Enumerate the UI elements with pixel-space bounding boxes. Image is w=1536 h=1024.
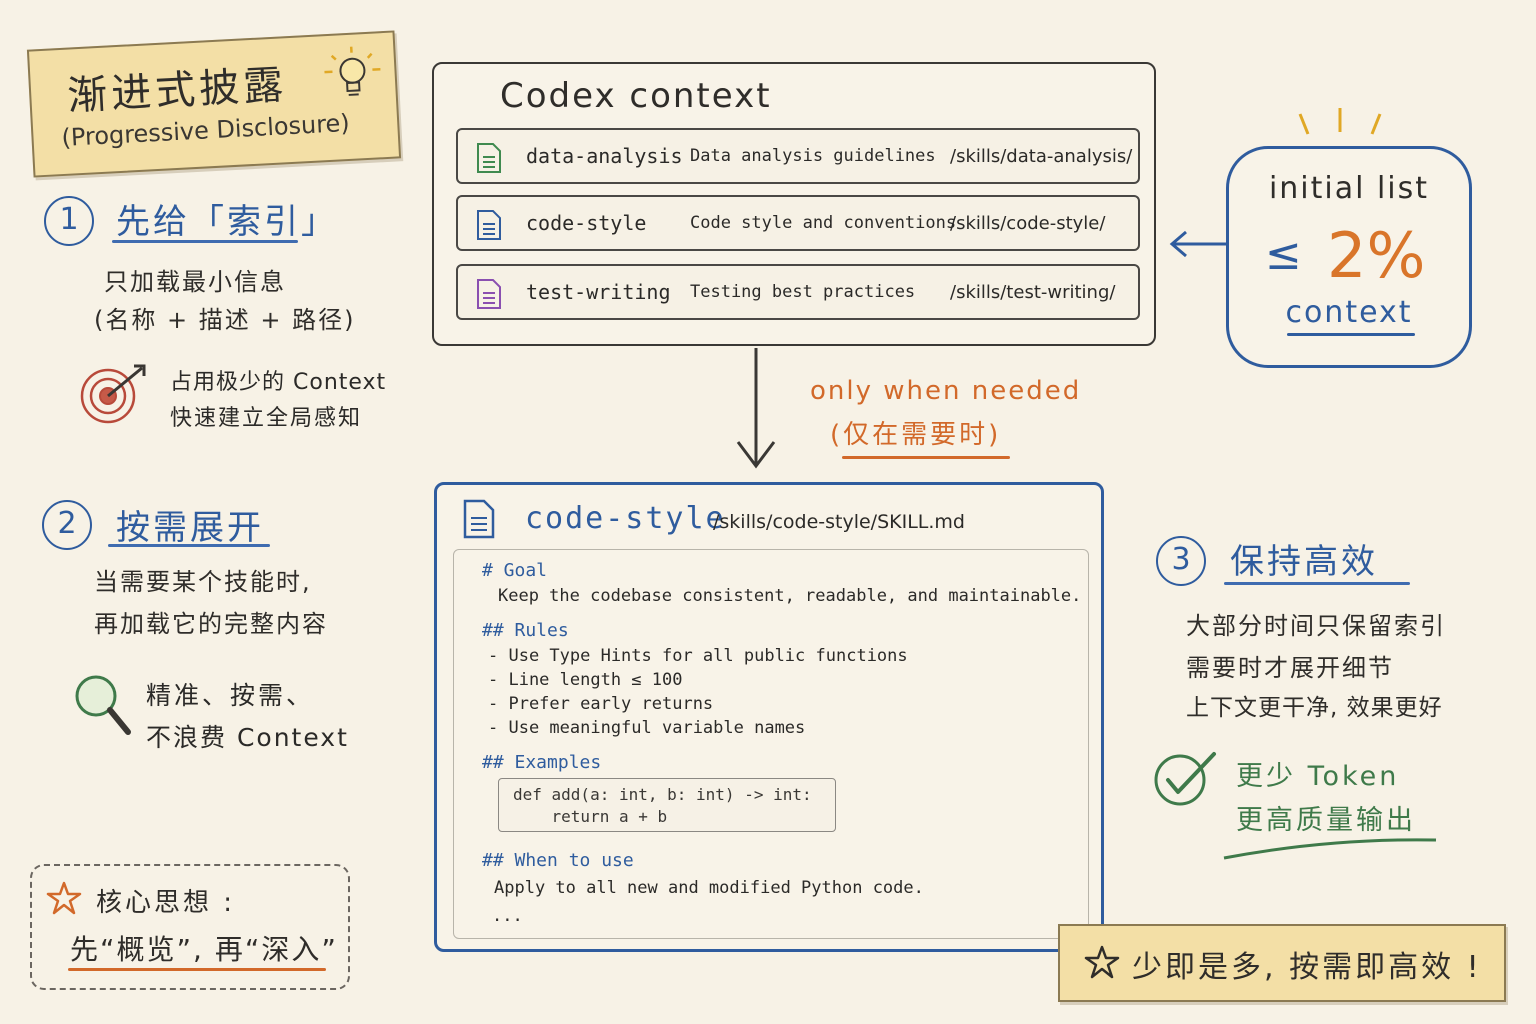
step-3-benefit-1: 更少 Token — [1236, 761, 1400, 792]
step-3-line-2: 需要时才展开细节 — [1186, 654, 1394, 682]
step-3-title: 保持高效 — [1230, 542, 1378, 582]
step-2-title: 按需展开 — [116, 508, 264, 548]
skill-description: Testing best practices — [690, 282, 916, 302]
initial-list-bubble: initial list ≤ 2% context — [1226, 146, 1472, 368]
step-1-title: 先给「索引」 — [116, 202, 338, 242]
skill-name: data-analysis — [526, 144, 683, 168]
skill-detail-panel: code-style /skills/code-style/SKILL.md #… — [434, 482, 1104, 952]
skill-path: /skills/code-style/ — [950, 213, 1106, 234]
step-3-benefit-2: 更高质量输出 — [1236, 805, 1416, 836]
initial-list-context: context — [1285, 295, 1413, 330]
skill-path: /skills/data-analysis/ — [950, 146, 1133, 167]
only-when-needed-label: only when needed — [810, 376, 1082, 406]
skill-detail-name: code-style — [525, 501, 726, 536]
context-underline — [1287, 333, 1415, 336]
step-1-benefit-1: 占用极少的 Context — [170, 370, 387, 395]
step-1-underline — [112, 240, 298, 243]
skill-detail-path: /skills/code-style/SKILL.md — [713, 511, 965, 533]
target-icon — [80, 364, 146, 424]
code-line-2: return a + b — [513, 807, 668, 826]
arrow-down-icon — [736, 348, 776, 469]
core-idea-box: 核心思想 : 先“概览”, 再“深入” — [30, 864, 350, 990]
step-1-line-2: (名称 + 描述 + 路径) — [94, 306, 356, 334]
step-3-underline — [1224, 582, 1410, 585]
magnifier-icon — [75, 675, 131, 735]
skill-path: /skills/test-writing/ — [950, 282, 1116, 303]
md-when-text: Apply to all new and modified Python cod… — [494, 878, 924, 898]
md-rule-item: - Prefer early returns — [488, 694, 714, 714]
needed-underline — [842, 456, 1010, 459]
md-heading-rules: ## Rules — [482, 620, 569, 641]
skill-markdown-content: # Goal Keep the codebase consistent, rea… — [453, 549, 1089, 939]
core-idea-text: 先“概览”, 再“深入” — [70, 933, 338, 966]
md-rule-item: - Use Type Hints for all public function… — [488, 646, 908, 666]
page-title: 渐进式披露 — [66, 62, 289, 120]
initial-list-percent: 2% — [1327, 219, 1426, 292]
less-equal-symbol: ≤ — [1265, 229, 1302, 280]
step-1-number: 1 — [44, 196, 94, 246]
document-icon — [477, 143, 501, 173]
document-icon — [463, 499, 495, 539]
step-1-line-1: 只加载最小信息 — [104, 268, 286, 296]
step-2-benefit-2: 不浪费 Context — [146, 723, 349, 752]
md-goal-text: Keep the codebase consistent, readable, … — [498, 586, 1082, 606]
step-1-benefit-2: 快速建立全局感知 — [170, 406, 363, 431]
core-idea-underline — [68, 968, 326, 971]
motto-text: 少即是多, 按需即高效 ! — [1132, 950, 1482, 985]
skill-description: Data analysis guidelines — [690, 146, 936, 166]
green-underline — [1223, 838, 1437, 860]
step-2-line-2: 再加载它的完整内容 — [94, 610, 328, 638]
md-ellipsis: ... — [492, 906, 523, 926]
skill-description: Code style and conventions — [690, 213, 957, 233]
step-3-line-1: 大部分时间只保留索引 — [1186, 612, 1446, 640]
skill-name: test-writing — [526, 280, 671, 304]
title-note: 渐进式披露 (Progressive Disclosure) — [26, 30, 402, 178]
emphasis-rays-icon — [1298, 108, 1382, 135]
md-heading-when-to-use: ## When to use — [482, 850, 634, 871]
codex-context-panel: Codex context data-analysis Data analysi… — [432, 62, 1156, 346]
md-heading-examples: ## Examples — [482, 752, 602, 773]
skill-name: code-style — [526, 211, 647, 235]
only-when-needed-cn: (仅在需要时) — [830, 420, 1002, 450]
step-2-underline — [108, 544, 270, 547]
code-line-1: def add(a: int, b: int) -> int: — [513, 785, 812, 804]
star-icon — [1084, 945, 1120, 979]
core-idea-title: 核心思想 : — [96, 888, 236, 918]
codex-context-title: Codex context — [500, 76, 772, 116]
step-3-line-3: 上下文更干净, 效果更好 — [1186, 695, 1443, 721]
step-2-number: 2 — [42, 500, 92, 550]
star-icon — [46, 881, 82, 915]
document-icon — [477, 279, 501, 309]
md-heading-goal: # Goal — [482, 560, 548, 581]
arrow-left-icon — [1169, 230, 1228, 258]
skill-row-code-style[interactable]: code-style Code style and conventions /s… — [456, 195, 1140, 251]
step-2-benefit-1: 精准、按需、 — [146, 681, 315, 710]
lightbulb-icon — [324, 46, 381, 96]
initial-list-label: initial list — [1268, 171, 1430, 206]
skill-row-test-writing[interactable]: test-writing Testing best practices /ski… — [456, 264, 1140, 320]
motto-note: 少即是多, 按需即高效 ! — [1058, 924, 1506, 1002]
skill-row-data-analysis[interactable]: data-analysis Data analysis guidelines /… — [456, 128, 1140, 184]
step-2-line-1: 当需要某个技能时, — [94, 568, 312, 596]
md-rule-item: - Line length ≤ 100 — [488, 670, 683, 690]
md-rule-item: - Use meaningful variable names — [488, 718, 806, 738]
code-example-block: def add(a: int, b: int) -> int: return a… — [498, 778, 836, 832]
step-3-number: 3 — [1156, 536, 1206, 586]
checkmark-icon — [1154, 752, 1216, 806]
document-icon — [477, 210, 501, 240]
